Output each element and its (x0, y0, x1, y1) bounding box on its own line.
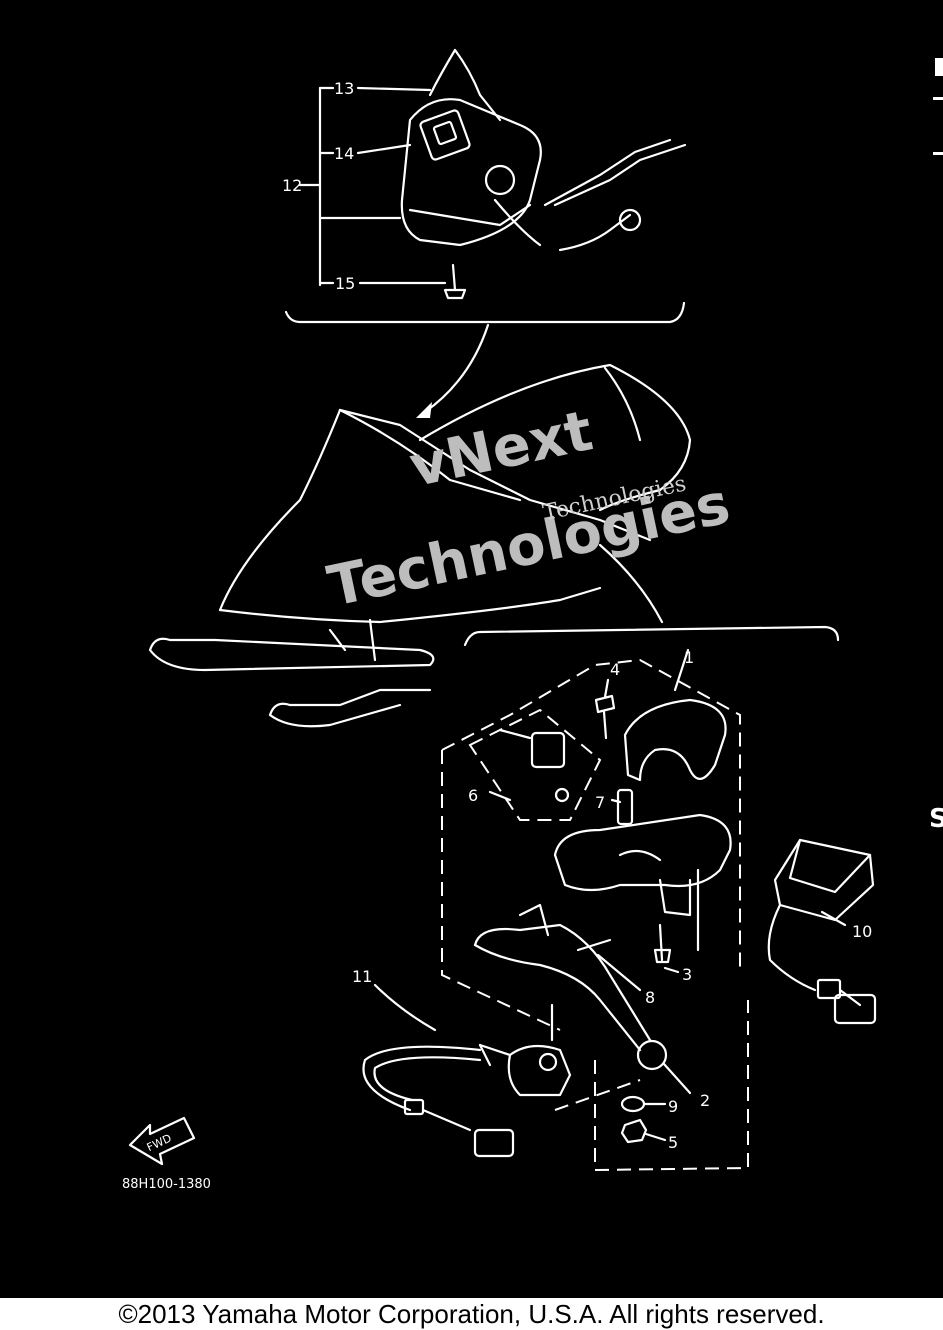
pointer-arrow-upper (423, 323, 490, 414)
callout-14: 14 (334, 144, 354, 163)
watermark: vNext Technologies Technologies (322, 398, 735, 620)
callout-13: 13 (334, 79, 354, 98)
copyright-footer: ©2013 Yamaha Motor Corporation, U.S.A. A… (0, 1298, 943, 1330)
callout-9: 9 (668, 1097, 678, 1116)
dashed-boundary-6 (468, 708, 602, 821)
lower-bracket (463, 625, 840, 647)
forward-arrow-icon: FWD (128, 1116, 196, 1166)
callout-4: 4 (610, 660, 620, 679)
callout-10: 10 (852, 922, 872, 941)
edge-fragment-line-2 (933, 152, 943, 155)
diagram-code: 88H100-1380 (122, 1177, 211, 1192)
edge-fragment-line-1 (933, 97, 943, 100)
callout-1: 1 (684, 648, 694, 667)
callout-6: 6 (468, 786, 478, 805)
dashed-boundary-bottom (594, 1000, 749, 1172)
callout-11: 11 (352, 967, 372, 986)
parts-diagram: 13 14 12 15 vNext Technologies Technolog… (122, 48, 943, 1192)
callout-3: 3 (682, 965, 692, 984)
dashed-boundary-left (441, 750, 561, 1031)
snowmobile-outline (148, 363, 692, 728)
callout-8: 8 (645, 988, 655, 1007)
upper-leaders (298, 86, 447, 287)
lower-leaders (373, 648, 847, 1142)
pointer-arrowhead-upper (416, 402, 432, 418)
callout-7: 7 (595, 793, 605, 812)
callout-5: 5 (668, 1133, 678, 1152)
dashed-boundary-top (441, 658, 741, 970)
upper-housing-assembly (284, 48, 687, 324)
callout-12: 12 (282, 176, 302, 195)
dashed-boundary-sensor (554, 1079, 641, 1111)
callout-15: 15 (335, 274, 355, 293)
edge-fragment-top (935, 58, 943, 76)
callout-2: 2 (700, 1091, 710, 1110)
edge-fragment-glyph: S (929, 804, 943, 834)
lower-parts (362, 694, 877, 1158)
